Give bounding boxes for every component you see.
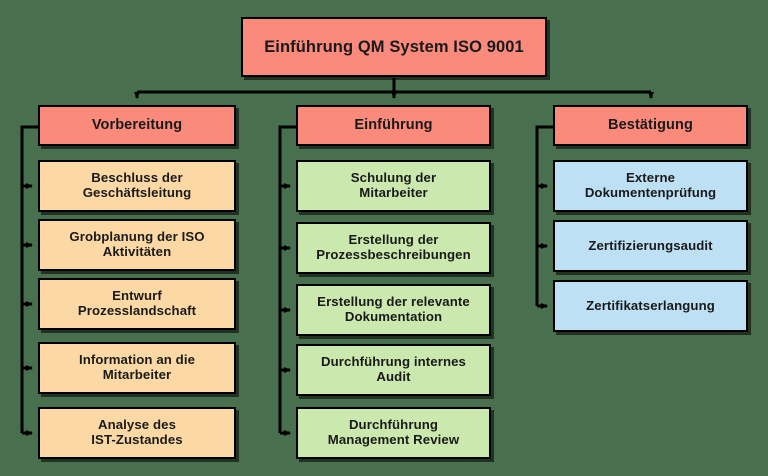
step-label: Entwurf Prozesslandschaft [77,288,197,318]
step-label: Analyse des IST-Zustandes [91,417,183,447]
step-node[interactable]: Zertifizierungsaudit [553,220,748,272]
phase-header-vorbereitung[interactable]: Vorbereitung [38,105,236,146]
step-node[interactable]: Entwurf Prozesslandschaft [38,278,236,330]
step-label: Externe Dokumentenprüfung [584,170,717,200]
phase-header-bestaetigung[interactable]: Bestätigung [553,105,748,146]
rail-einfuehrung [278,125,296,436]
step-node[interactable]: Information an die Mitarbeiter [38,342,236,394]
step-node[interactable]: Externe Dokumentenprüfung [553,160,748,212]
phase-header-label: Vorbereitung [91,117,183,134]
step-label: Erstellung der relevante Dokumentation [317,294,470,324]
step-label: Grobplanung der ISO Aktivitäten [69,229,205,259]
step-node[interactable]: Analyse des IST-Zustandes [38,407,236,459]
step-label: Zertifizierungsaudit [588,237,713,253]
step-node[interactable]: Beschluss der Geschäftsleitung [38,160,236,212]
step-node[interactable]: Durchführung internes Audit [296,344,491,396]
step-node[interactable]: Erstellung der relevante Dokumentation [296,284,491,336]
rail-bestaetigung [535,125,553,309]
step-label: Durchführung internes Audit [321,354,466,384]
step-label: Erstellung der Prozessbeschreibungen [316,232,471,262]
root-label: Einführung QM System ISO 9001 [264,37,524,56]
step-node[interactable]: Schulung der Mitarbeiter [296,160,491,212]
rail-vorbereitung [20,125,38,436]
phase-header-label: Bestätigung [608,117,693,134]
step-label: Schulung der Mitarbeiter [350,170,437,200]
phase-header-label: Einführung [354,117,433,134]
step-node[interactable]: Erstellung der Prozessbeschreibungen [296,222,491,274]
step-label: Durchführung Management Review [327,417,460,447]
step-label: Information an die Mitarbeiter [78,352,196,382]
step-label: Zertifikatserlangung [586,297,715,313]
step-node[interactable]: Zertifikatserlangung [553,280,748,332]
step-label: Beschluss der Geschäftsleitung [82,170,192,200]
phase-header-einfuehrung[interactable]: Einführung [296,105,491,146]
step-node[interactable]: Grobplanung der ISO Aktivitäten [38,219,236,271]
root-node[interactable]: Einführung QM System ISO 9001 [241,17,547,77]
step-node[interactable]: Durchführung Management Review [296,407,491,459]
